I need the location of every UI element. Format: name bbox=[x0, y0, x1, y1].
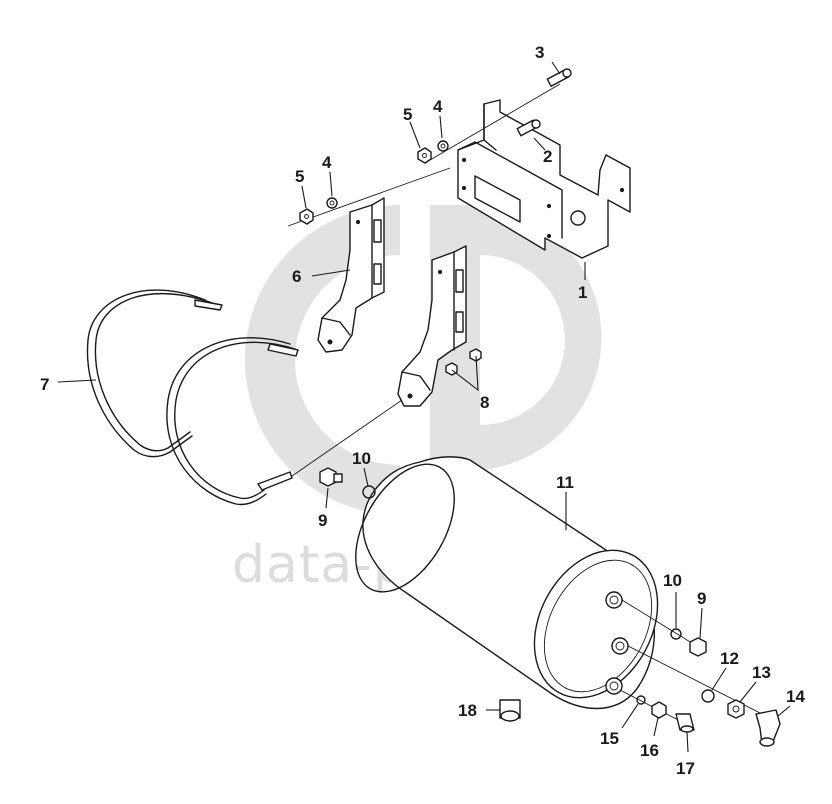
leader-lines bbox=[57, 61, 791, 753]
air-tank-part-11 bbox=[355, 456, 659, 722]
callout-4b: 4 bbox=[322, 153, 332, 172]
callout-4a: 4 bbox=[433, 97, 443, 116]
washer-part-15 bbox=[636, 695, 646, 705]
callout-16: 16 bbox=[640, 741, 659, 760]
assembly-line bbox=[621, 599, 701, 649]
callout-8: 8 bbox=[480, 393, 489, 412]
plug-part-9-right bbox=[689, 637, 707, 657]
elbow-fitting-part-14 bbox=[755, 709, 781, 747]
callout-6: 6 bbox=[292, 267, 301, 286]
callout-9a: 9 bbox=[318, 511, 327, 530]
nut-part-13 bbox=[727, 699, 745, 719]
assembly-line bbox=[429, 83, 561, 161]
nut-part-5-lower bbox=[299, 208, 314, 225]
callout-labels: 1 2 3 4 4 5 5 6 7 8 9 9 10 10 11 12 13 1… bbox=[40, 43, 805, 778]
callout-10b: 10 bbox=[663, 571, 682, 590]
callout-18: 18 bbox=[458, 701, 477, 720]
callout-5a: 5 bbox=[403, 105, 412, 124]
callout-13: 13 bbox=[752, 663, 771, 682]
washer-part-4-lower bbox=[326, 197, 338, 209]
assembly-line bbox=[627, 645, 771, 719]
bracket-part-1 bbox=[457, 99, 631, 259]
callout-17: 17 bbox=[676, 759, 695, 778]
callout-2: 2 bbox=[543, 147, 552, 166]
nut-part-5-upper bbox=[417, 147, 432, 164]
callout-1: 1 bbox=[578, 283, 587, 302]
hanger-bracket-part-6-right bbox=[397, 245, 467, 407]
fitting-part-17 bbox=[675, 713, 695, 733]
hanger-bracket-part-6-left bbox=[317, 197, 385, 353]
plug-part-9-left bbox=[319, 467, 343, 487]
callout-9b: 9 bbox=[697, 589, 706, 608]
callout-10a: 10 bbox=[352, 449, 371, 468]
callout-5b: 5 bbox=[295, 167, 304, 186]
nut-part-16 bbox=[651, 701, 667, 719]
callout-12: 12 bbox=[720, 649, 739, 668]
callout-3: 3 bbox=[535, 43, 544, 62]
oring-part-10-right bbox=[670, 628, 682, 640]
callout-14: 14 bbox=[786, 687, 805, 706]
bolt-part-2 bbox=[516, 119, 541, 137]
bolt-part-3 bbox=[546, 68, 572, 87]
strap-part-7-left bbox=[86, 289, 223, 458]
assembly-line bbox=[287, 167, 451, 227]
callout-11: 11 bbox=[556, 473, 574, 492]
strap-part-7-right bbox=[166, 337, 403, 506]
oring-part-12 bbox=[701, 689, 715, 703]
callout-7: 7 bbox=[40, 375, 49, 394]
leader-line bbox=[451, 355, 479, 392]
washer-part-4-upper bbox=[437, 140, 449, 152]
callout-15: 15 bbox=[600, 729, 619, 748]
oring-part-10-left bbox=[362, 485, 376, 499]
